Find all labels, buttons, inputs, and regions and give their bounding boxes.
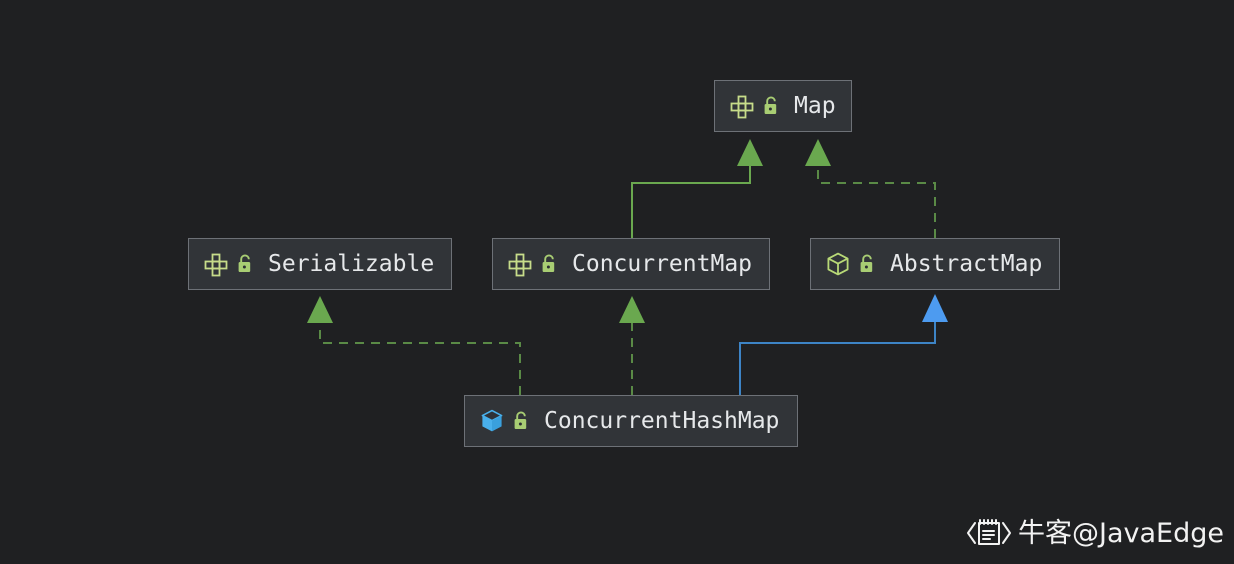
- abstract-class-icon: [827, 252, 849, 276]
- class-icon: [481, 409, 503, 432]
- watermark-text: 牛客@JavaEdge: [1018, 517, 1224, 549]
- class-node-label: ConcurrentHashMap: [544, 407, 780, 434]
- edge-concurrentmap-extends-map: [631, 139, 763, 238]
- class-node-concurrenthashmap[interactable]: ConcurrentHashMap: [464, 395, 798, 447]
- edge-chm-implements-concurrentmap: [619, 296, 645, 395]
- unlocked-icon: [764, 96, 777, 114]
- interface-icon: [204, 253, 228, 277]
- watermark: 牛客@JavaEdge: [966, 516, 1224, 550]
- class-node-abstractmap[interactable]: AbstractMap: [810, 238, 1060, 290]
- edge-chm-implements-serializable: [307, 296, 521, 395]
- unlocked-icon: [860, 254, 873, 272]
- edge-abstractmap-implements-map: [805, 139, 936, 238]
- unlocked-icon: [514, 411, 527, 429]
- interface-icon: [730, 95, 754, 119]
- class-node-label: Map: [794, 92, 836, 119]
- class-node-label: ConcurrentMap: [572, 250, 753, 277]
- class-node-concurrentmap[interactable]: ConcurrentMap: [492, 238, 770, 290]
- class-node-label: Serializable: [268, 250, 435, 277]
- edge-chm-extends-abstractmap: [739, 294, 948, 395]
- class-node-label: AbstractMap: [890, 250, 1043, 277]
- interface-icon: [508, 253, 532, 277]
- class-node-serializable[interactable]: Serializable: [188, 238, 452, 290]
- unlocked-icon: [542, 254, 555, 272]
- notepad-brackets-icon: [967, 519, 1012, 545]
- unlocked-icon: [238, 254, 251, 272]
- class-node-map[interactable]: Map: [714, 80, 852, 132]
